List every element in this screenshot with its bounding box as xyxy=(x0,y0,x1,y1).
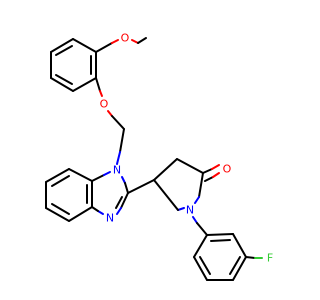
benzimidazole-benzene-ring xyxy=(45,168,93,222)
fluoro-substituent: F xyxy=(245,252,273,265)
ether-oxygen-label: O xyxy=(100,98,109,111)
methoxyphenyl-ring xyxy=(50,38,97,92)
methoxy-oxygen-label: O xyxy=(121,32,130,45)
ether-linker: O xyxy=(95,77,125,165)
n3-label: N xyxy=(106,212,114,225)
n1-label: N xyxy=(113,164,121,177)
molecule-canvas: O O N xyxy=(45,31,274,281)
fluorine-label: F xyxy=(267,252,273,265)
lactam-nitrogen-label: N xyxy=(186,204,194,217)
carbonyl-group: O xyxy=(202,163,232,182)
molecule-structure: O O N xyxy=(45,32,273,281)
methoxy-group: O xyxy=(95,32,147,53)
lactam-oxygen-label: O xyxy=(223,163,232,176)
benzimidazole-imidazole-ring: N N xyxy=(91,164,129,225)
fluorophenyl-ring xyxy=(192,216,247,281)
pyrrolidinone-ring: N xyxy=(127,158,204,217)
